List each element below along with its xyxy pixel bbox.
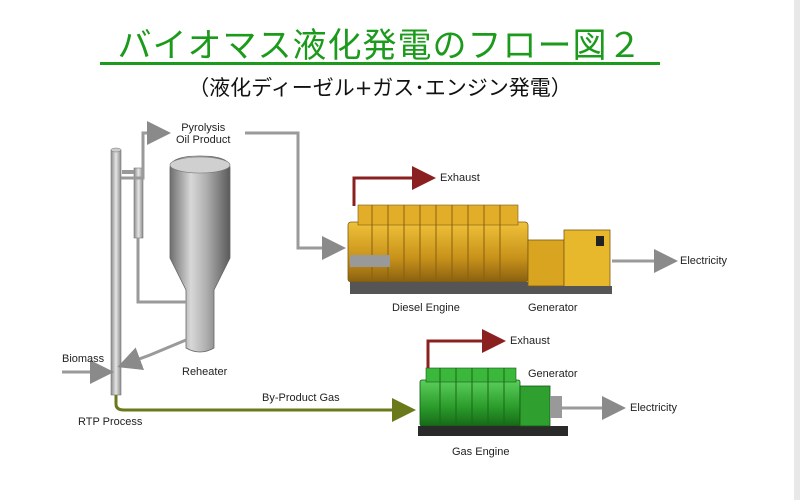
diesel-engine-label: Diesel Engine <box>392 302 460 314</box>
exhaust-bottom-label: Exhaust <box>510 335 550 347</box>
exhaust-top-pipe <box>354 178 430 206</box>
gas-generator <box>520 386 562 426</box>
rtp-process-label: RTP Process <box>78 416 142 428</box>
reheater-vessel <box>170 156 230 352</box>
electricity-top-label: Electricity <box>680 255 727 267</box>
exhaust-top-label: Exhaust <box>440 172 480 184</box>
gas-engine-label: Gas Engine <box>452 446 509 458</box>
generator-bottom-label: Generator <box>528 368 578 380</box>
electricity-bottom-label: Electricity <box>630 402 677 414</box>
biomass-label: Biomass <box>62 353 104 365</box>
diesel-generator <box>528 230 612 294</box>
exhaust-bottom-pipe <box>428 341 500 368</box>
window-edge <box>794 0 800 500</box>
diesel-engine <box>348 205 550 294</box>
rtp-reactor-riser <box>111 148 121 395</box>
reheater-label: Reheater <box>182 366 227 378</box>
by-product-gas-label: By-Product Gas <box>262 392 340 404</box>
generator-top-label: Generator <box>528 302 578 314</box>
